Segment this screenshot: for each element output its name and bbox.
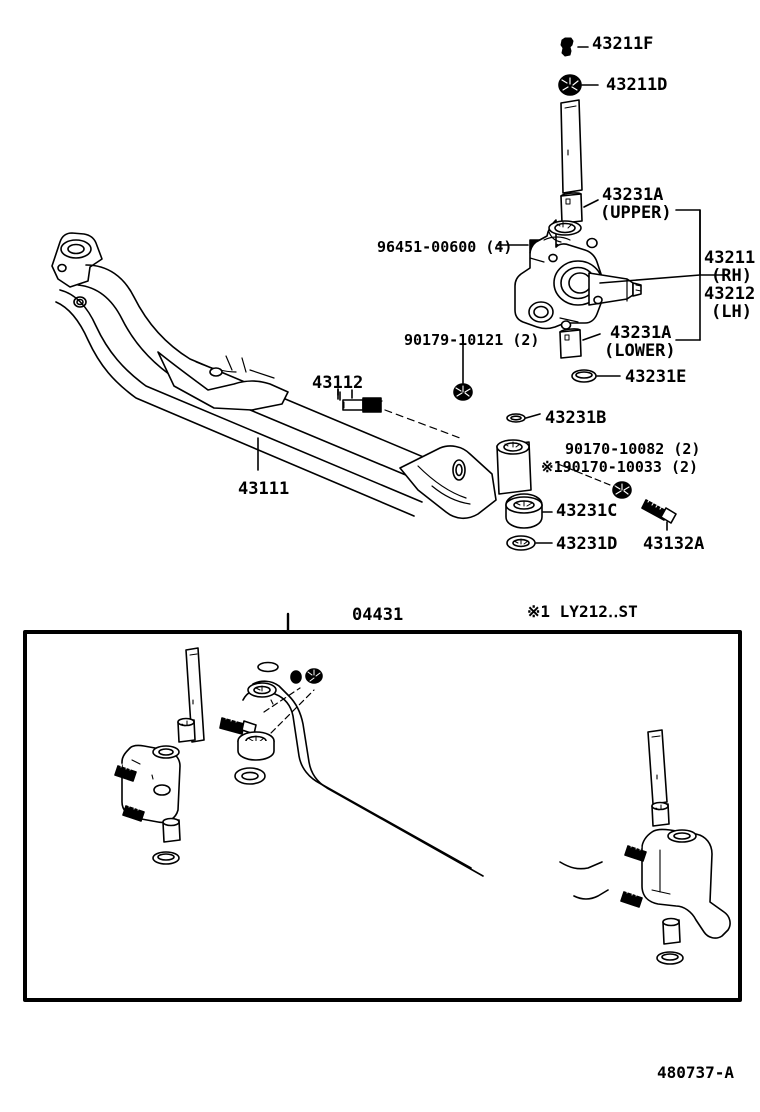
callout-43132a: 43132A: [643, 534, 705, 554]
callout-43111: 43111: [238, 479, 290, 499]
panel-title-04431: 04431: [352, 605, 404, 625]
callout-43231a-upper-sub: (UPPER): [600, 203, 672, 223]
part-43231a-lower-bushing: [559, 328, 582, 359]
callout-43211: 43211: [704, 248, 756, 268]
assembly-right-knuckle-group: [620, 729, 731, 965]
callout-43231a-lower: 43231A: [610, 323, 672, 343]
part-43132a-bolt: [641, 498, 677, 524]
part-43231b-shim: [506, 413, 526, 423]
callout-43212-lh: (LH): [711, 302, 752, 322]
callout-43112: 43112: [312, 373, 364, 393]
part-43211d-nut: [558, 74, 582, 96]
part-90179-10121-nut: [453, 383, 473, 401]
part-43211f-clip: [560, 37, 574, 57]
callout-90179-10121: 90179-10121 (2): [404, 331, 540, 349]
callout-43212: 43212: [704, 284, 756, 304]
panel-note: ※1 LY212‥ST: [527, 602, 638, 621]
part-steering-knuckle: [514, 219, 642, 330]
drawing-number: 480737-A: [657, 1063, 735, 1082]
part-43231c-bushing: [505, 493, 543, 529]
assembly-left-knuckle-group: [114, 647, 205, 865]
callout-90170-10033: ※190170-10033 (2): [541, 458, 699, 476]
part-43231a-upper-bushing: [560, 192, 583, 224]
callout-43231d: 43231D: [556, 534, 618, 554]
callout-43231e: 43231E: [625, 367, 687, 387]
callout-43231a-lower-sub: (LOWER): [604, 341, 676, 361]
part-king-pin: [560, 99, 583, 194]
part-43231e-seal: [571, 369, 597, 383]
callout-43231c: 43231C: [556, 501, 618, 521]
callout-90170-10082: 90170-10082 (2): [565, 440, 701, 458]
callout-43211d: 43211D: [606, 75, 668, 95]
part-43231d-washer: [506, 535, 536, 551]
callout-43231b: 43231B: [545, 408, 607, 428]
part-front-axle-beam: [51, 232, 532, 520]
callout-96451-00600: 96451-00600 (4): [377, 238, 513, 256]
callout-43231a-upper: 43231A: [602, 185, 664, 205]
callout-43211f: 43211F: [592, 34, 654, 54]
part-43112-bolt: [342, 397, 382, 413]
assembly-axle-beam: [219, 661, 609, 900]
callout-43211-rh: (RH): [711, 266, 752, 286]
part-90170-nut: [612, 481, 632, 499]
